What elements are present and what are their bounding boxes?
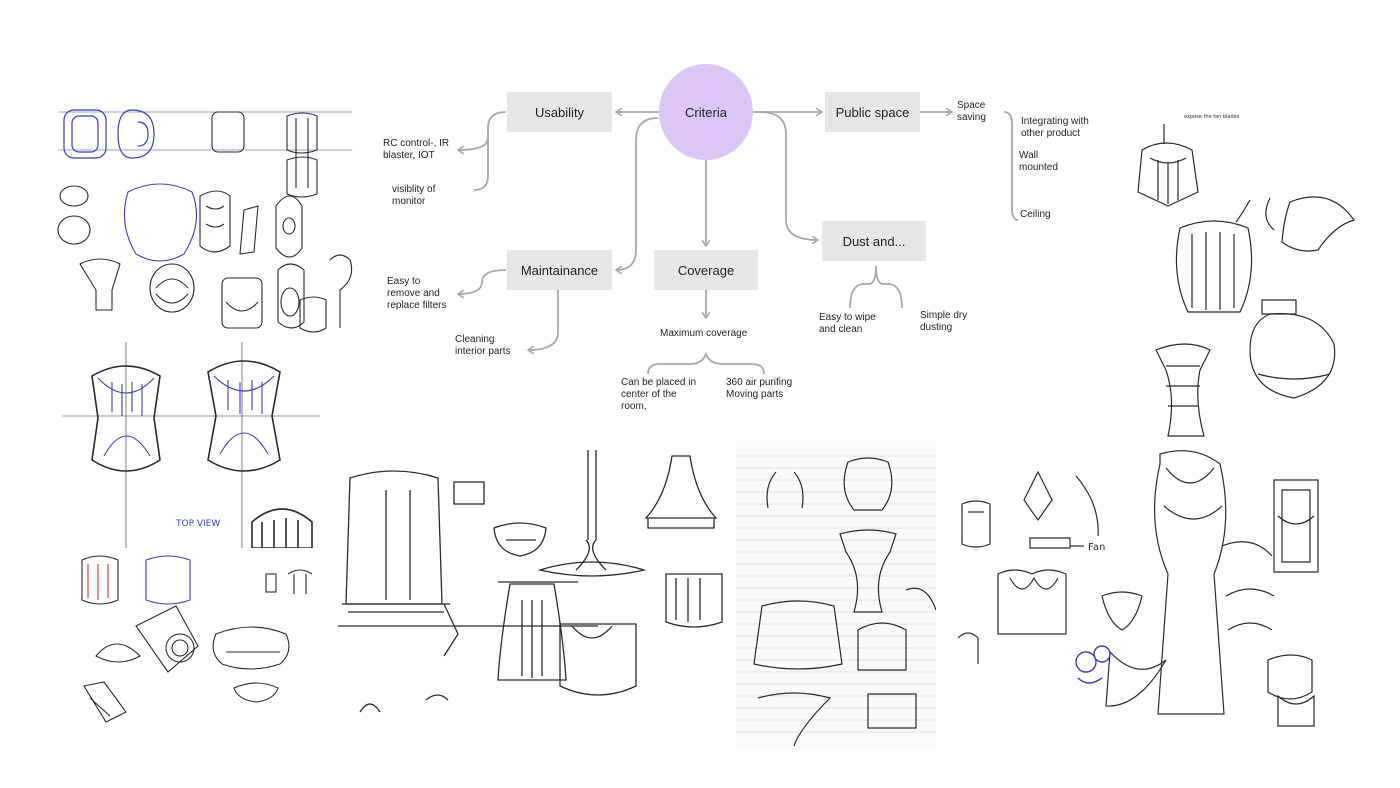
connector-maintainance	[616, 117, 659, 270]
dust-node: Dust and...	[822, 221, 926, 261]
coverage-label: Coverage	[677, 262, 735, 278]
sketch-panel-bottom-center	[326, 450, 734, 742]
usability-label: Usability	[534, 104, 585, 120]
filters-note: Easy to remove and replace filters	[387, 276, 447, 311]
criteria-center-node: Criteria	[659, 64, 753, 160]
sketch-panel-bottom-right: Fan	[938, 446, 1364, 744]
connector-dust	[759, 111, 818, 240]
connector-coverage-brace	[647, 351, 765, 375]
space-saving-note: Space saving	[957, 100, 986, 123]
pencil-sketch-image: Fan	[957, 450, 1319, 727]
integrating-note: Integrating with other product	[1021, 116, 1089, 139]
public-space-label: Public space	[835, 104, 910, 120]
connector-filters	[458, 269, 507, 294]
wipe-clean-note: Easy to wipe and clean	[819, 312, 876, 335]
sketch-panel-bottom-left	[76, 552, 322, 742]
maintainance-label: Maintainance	[520, 262, 599, 278]
sketch-panel-top-right: expose the fan blades	[1130, 104, 1376, 444]
fan-annotation: Fan	[1088, 542, 1105, 553]
maintainance-node: Maintainance	[507, 250, 612, 290]
dry-dusting-note: Simple dry dusting	[920, 310, 968, 333]
pencil-sketch-image: expose the fan blades	[1137, 114, 1355, 437]
pencil-sketch-image	[81, 555, 313, 723]
public-space-node: Public space	[825, 92, 920, 132]
cleaning-note: Cleaning interior parts	[455, 334, 511, 357]
wall-mounted-note: Wall mounted	[1019, 150, 1058, 173]
visibility-note: visiblity of monitor	[392, 184, 436, 207]
purifying-note: 360 air purifing Moving parts	[726, 377, 793, 400]
center-room-note: Can be placed in center of the room,	[621, 377, 697, 412]
ceiling-note-annotation: expose the fan blades	[1184, 114, 1240, 120]
pencil-sketch-image	[57, 109, 353, 333]
connector-dust-brace	[849, 265, 903, 309]
top-view-annotation: TOP VIEW	[175, 519, 220, 529]
connector-visibility	[473, 136, 489, 191]
connector-bracket-placement	[1003, 111, 1019, 221]
pencil-sketch-image	[736, 455, 936, 746]
coverage-node: Coverage	[654, 250, 758, 290]
sketch-panel-top-left	[52, 88, 364, 338]
sketch-panel-lined-paper	[736, 440, 936, 746]
rc-control-note: RC control-, IR blaster, IOT	[383, 138, 450, 161]
usability-node: Usability	[507, 92, 612, 132]
dust-label: Dust and...	[842, 233, 906, 249]
ceiling-note: Ceiling	[1020, 209, 1051, 220]
connector-cleaning	[528, 290, 559, 350]
pencil-sketch-image: TOP VIEW	[62, 342, 320, 548]
connector-rc-control	[458, 111, 507, 150]
pencil-sketch-image	[338, 450, 723, 713]
maximum-coverage-note: Maximum coverage	[660, 328, 748, 339]
criteria-label: Criteria	[685, 104, 727, 120]
sketch-panel-middle-left: TOP VIEW	[62, 342, 320, 548]
